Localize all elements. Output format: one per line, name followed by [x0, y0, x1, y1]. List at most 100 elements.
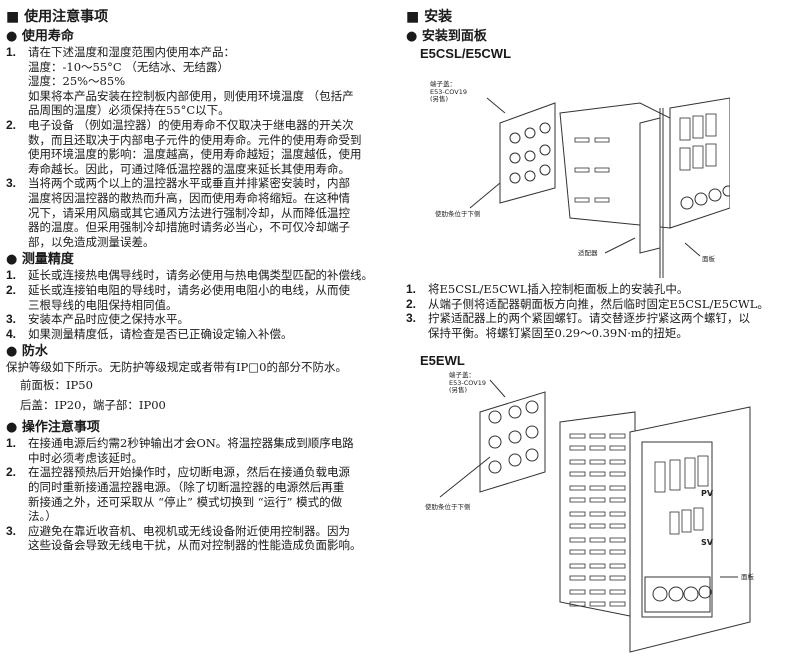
pv-label: PV: [701, 489, 714, 498]
item-text-line: 如果将本产品安装在控制板内部使用，则使用环境温度 （包括产: [28, 88, 354, 103]
model-e5ewl: E5EWL: [420, 353, 465, 368]
list-item: 3.安装本产品时应使之保持水平。: [6, 312, 396, 327]
item-text-line: 延长或连接铂电阻的导线时，请务必使用电阻小的电线，从而使: [28, 282, 350, 297]
item-text-line: 将E5CSL/E5CWL插入控制柜面板上的安装孔中。: [428, 282, 689, 296]
vent-slot: [609, 511, 626, 517]
vent-slot: [589, 537, 606, 543]
item-number: 3.: [406, 311, 417, 326]
vent-slot: [569, 459, 586, 465]
vent-slot: [609, 575, 626, 581]
list-item: 1. 请在下述温度和湿度范围内使用本产品：温度：-10～55°C （无结冰、无结露…: [6, 45, 396, 118]
vent-slot: [589, 433, 606, 439]
item-number: 2.: [6, 282, 17, 297]
vent-slot: [609, 601, 626, 607]
vent-slot: [609, 485, 626, 491]
rib-label: 使肋条位于下侧: [435, 210, 481, 218]
item-text-line: 寿命越长。因此，可通过降低温控器的温度来延长其使用寿命。: [28, 161, 350, 176]
panel-label: 面板: [702, 255, 715, 263]
item-number: 3.: [6, 523, 17, 538]
subsection-heading: ● 操作注意事项: [6, 420, 100, 436]
item-text-line: 况下，请采用风扇或其它通风方法进行强制冷却，从而降低温控: [28, 205, 350, 220]
item-text-line: 在温控器预热后开始操作时，应切断电源，然后在接通负载电源: [28, 465, 350, 480]
vent-slot: [589, 601, 606, 607]
vent-slot: [589, 497, 606, 503]
item-number: 1.: [406, 282, 417, 296]
vent-slot: [609, 459, 626, 465]
install-title: ■ 安装: [406, 9, 453, 25]
list-item: 4.如果测量精度低，请检查是否已正确设定输入补偿。: [6, 327, 396, 342]
installation-column: ■ 安装 ● 安装到面板 E5CSL/E5CWL: [406, 0, 790, 62]
vent-slot: [609, 549, 626, 555]
terminal-cover-label-2: 端子盖：E53-COV19(另售): [449, 371, 486, 394]
e5ewl-drawing: [439, 379, 751, 653]
item-text-line: 安装本产品时应使之保持水平。: [28, 312, 189, 327]
list-item: 3. 拧紧适配器上的两个紧固螺钉。请交替逐步拧紧这两个螺钉，以保持平衡。将螺钉紧固…: [406, 311, 790, 340]
terminal-holes: [509, 122, 551, 184]
vent-slot: [589, 471, 606, 477]
rib-label-2: 使肋条位于下侧: [425, 503, 471, 511]
item-text-line: 湿度：25%～85%: [28, 74, 126, 89]
item-number: 1.: [6, 268, 17, 283]
item-text-line: 法。）: [28, 509, 57, 524]
vent-slot: [569, 563, 586, 569]
list-item: 2.电子设备 （例如温控器）的使用寿命不仅取决于继电器的开关次数，而且还取决于内…: [6, 118, 396, 176]
item-text-line: 品周围的温度）必须保持在55°C以下。: [28, 103, 230, 118]
subsection-heading: ● 使用寿命: [6, 29, 74, 44]
item-text-line: 当将两个或两个以上的温控器水平或垂直并排紧密安装时，内部: [28, 176, 350, 191]
panel-label-2: 面板: [741, 573, 754, 581]
item-text-line: 数，而且还取决于内部电子元件的使用寿命。元件的使用寿命受到: [28, 132, 362, 147]
vent-slot: [609, 497, 626, 503]
item-number: 4.: [6, 326, 17, 341]
vent-slot: [589, 485, 606, 491]
vent-slot: [589, 459, 606, 465]
e5ewl-mount-diagram: 端子盖：E53-COV19(另售) 使肋条位于下侧 面板 PV SV: [420, 371, 770, 658]
vent-slot: [609, 471, 626, 477]
item-text-line: 这些设备会导致无线电干扰，从而对控制器的性能造成负面影响。: [28, 538, 362, 553]
item-text-line: 保持平衡。将螺钉紧固至0.29～0.39N·m的扭矩。: [428, 325, 688, 340]
item-number: 3.: [6, 176, 17, 191]
vent-slot: [609, 589, 626, 595]
vent-slot: [569, 445, 586, 451]
vent-slot: [609, 523, 626, 529]
vent-slot: [569, 523, 586, 529]
list-item: 1. 将E5CSL/E5CWL插入控制柜面板上的安装孔中。: [406, 282, 790, 297]
waterproof-text: 保护等级如下所示。无防护等级规定或者带有IP□0的部分不防水。: [6, 360, 347, 375]
item-number: 1.: [6, 45, 17, 59]
item-number: 2.: [6, 117, 17, 132]
terminal-cover-label: 端子盖：E53-COV19(另售): [430, 80, 467, 103]
vent-slot: [589, 445, 606, 451]
model-e5csl: E5CSL/E5CWL: [420, 46, 512, 61]
adapter-label: 适配器: [578, 249, 598, 257]
list-item: 2.在温控器预热后开始操作时，应切断电源，然后在接通负载电源的同时重新接通温控器…: [6, 465, 396, 523]
item-text-line: 请在下述温度和湿度范围内使用本产品：: [28, 45, 235, 59]
vent-slot: [569, 575, 586, 581]
item-text-line: 中时必须考虑该延时。: [28, 450, 143, 465]
item-text-line: 温度：-10～55°C （无结冰、无结露）: [28, 59, 229, 74]
sv-label: SV: [701, 538, 713, 547]
subsection-heading: ● 测量精度: [6, 252, 74, 268]
vent-slot: [609, 445, 626, 451]
item-text-line: 应避免在靠近收音机、电视机或无线设备附近使用控制器。因为: [28, 523, 350, 538]
list-item: 3. 应避免在靠近收音机、电视机或无线设备附近使用控制器。因为这些设备会导致无线电…: [6, 524, 396, 553]
list-item: 3.当将两个或两个以上的温控器水平或垂直并排紧密安装时，内部温度将因温控器的散热…: [6, 176, 396, 249]
panel-mount-heading: ● 安装到面板: [406, 29, 487, 44]
item-text-line: 延长或连接热电偶导线时，请务必使用与热电偶类型匹配的补偿线。: [28, 268, 373, 283]
e5csl-drawing: [469, 97, 730, 278]
e5csl-mount-diagram: 端子盖：E53-COV19(另售) 使肋条位于下侧 适配器 面板: [430, 78, 730, 278]
item-number: 2.: [6, 465, 17, 480]
vent-slot: [569, 549, 586, 555]
item-text-line: 拧紧适配器上的两个紧固螺钉。请交替逐步拧紧这两个螺钉，以: [428, 311, 750, 326]
item-number: 2.: [406, 296, 417, 311]
list-item: 1. 延长或连接热电偶导线时，请务必使用与热电偶类型匹配的补偿线。: [6, 268, 396, 283]
item-text-line: 部，以免造成测量误差。: [28, 234, 155, 249]
waterproof-heading: ● 防水: [6, 344, 48, 360]
vent-slot: [569, 537, 586, 543]
vent-slot: [569, 511, 586, 517]
vent-slot: [609, 537, 626, 543]
rear-rating: 后盖：IP20，端子部：IP00: [20, 398, 166, 413]
vent-slot: [569, 485, 586, 491]
list-item: 2.从端子侧将适配器朝面板方向推，然后临时固定E5CSL/E5CWL。: [406, 297, 790, 312]
